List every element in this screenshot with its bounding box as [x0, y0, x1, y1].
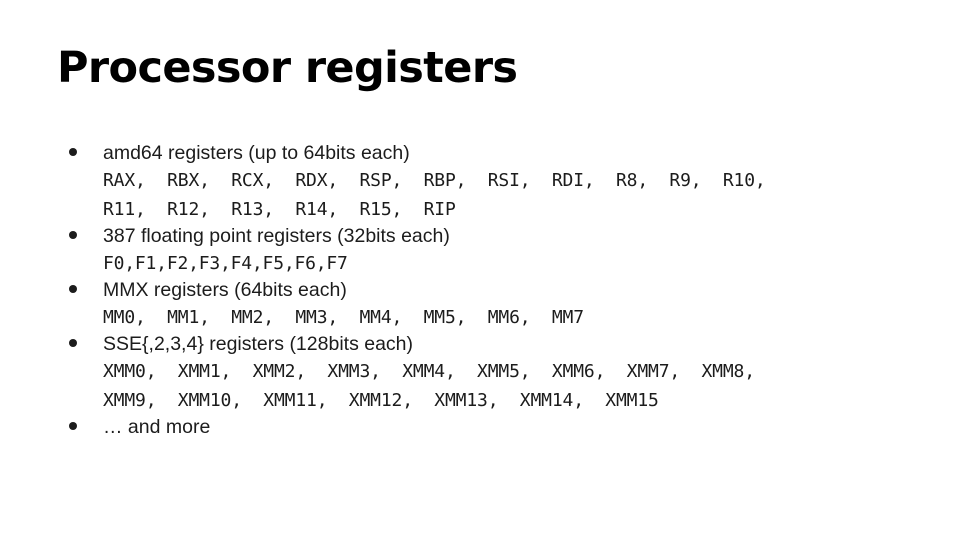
bullet-dot-icon	[69, 285, 77, 293]
bullet-list: amd64 registers (up to 64bits each) RAX,…	[62, 141, 952, 440]
list-item: MMX registers (64bits each) MM0, MM1, MM…	[62, 278, 952, 332]
bullet-heading: MMX registers (64bits each)	[103, 279, 347, 301]
list-item: SSE{,2,3,4} registers (128bits each) XMM…	[62, 332, 952, 415]
bullet-heading: 387 floating point registers (32bits eac…	[103, 225, 450, 247]
register-line: MM0, MM1, MM2, MM3, MM4, MM5, MM6, MM7	[103, 307, 584, 328]
bullet-dot-icon	[69, 231, 77, 239]
page-title: Processor registers	[57, 43, 518, 93]
bullet-heading: … and more	[103, 416, 211, 438]
register-line: R11, R12, R13, R14, R15, RIP	[103, 199, 456, 220]
bullet-dot-icon	[69, 422, 77, 430]
register-line: XMM9, XMM10, XMM11, XMM12, XMM13, XMM14,…	[103, 390, 659, 411]
list-item: amd64 registers (up to 64bits each) RAX,…	[62, 141, 952, 224]
bullet-dot-icon	[69, 148, 77, 156]
list-item: 387 floating point registers (32bits eac…	[62, 224, 952, 278]
bullet-heading: SSE{,2,3,4} registers (128bits each)	[103, 333, 414, 355]
bullet-dot-icon	[69, 339, 77, 347]
register-line: RAX, RBX, RCX, RDX, RSP, RBP, RSI, RDI, …	[103, 170, 766, 191]
register-line: F0,F1,F2,F3,F4,F5,F6,F7	[103, 253, 348, 274]
register-line: XMM0, XMM1, XMM2, XMM3, XMM4, XMM5, XMM6…	[103, 361, 755, 382]
bullet-heading: amd64 registers (up to 64bits each)	[103, 142, 410, 164]
list-item: … and more	[62, 415, 952, 440]
